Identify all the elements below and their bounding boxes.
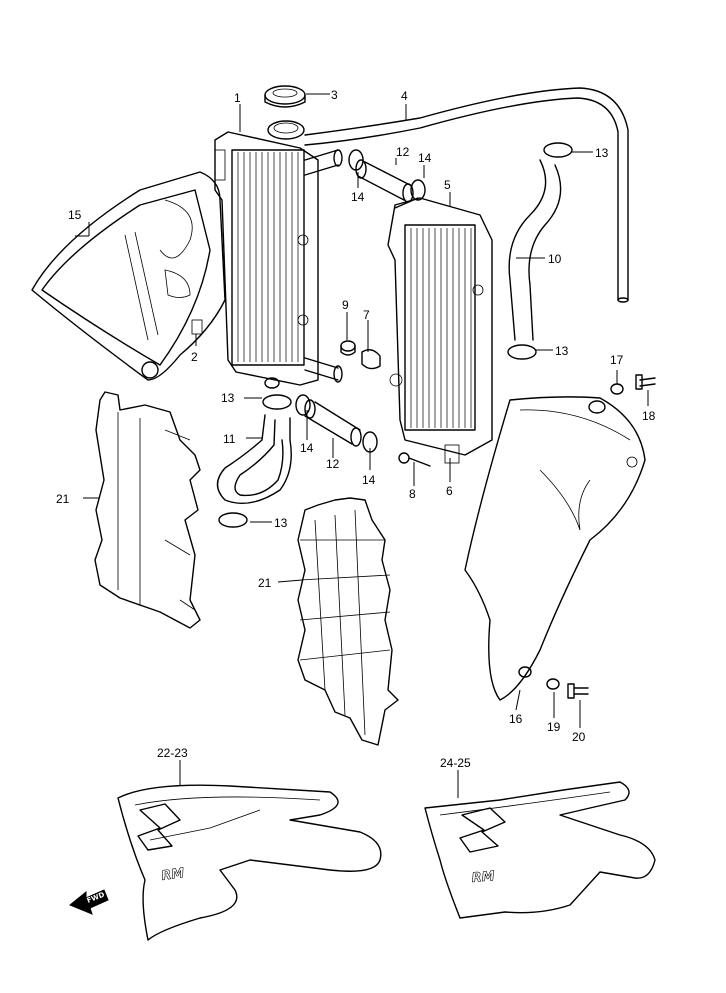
- right-hose: [507, 142, 573, 360]
- forward-arrow-icon: FWD: [69, 889, 109, 915]
- leader-lines: [75, 93, 649, 798]
- callout-12-upper: 12: [396, 145, 410, 159]
- callout-16: 16: [509, 712, 523, 726]
- decal-left-model-text: RM: [160, 866, 185, 884]
- callout-15: 15: [68, 208, 82, 222]
- callout-3: 3: [331, 88, 338, 102]
- callout-17: 17: [610, 353, 624, 367]
- callout-21-right: 21: [258, 576, 272, 590]
- callout-6: 6: [446, 484, 453, 498]
- callout-14-upper-right: 14: [418, 151, 432, 165]
- decal-right-model-text: RM: [471, 869, 495, 886]
- callout-8: 8: [409, 487, 416, 501]
- callout-14-lower-left: 14: [300, 441, 314, 455]
- callout-7: 7: [363, 308, 370, 322]
- decal-left: RM: [117, 784, 382, 941]
- decal-right: RM: [424, 781, 656, 919]
- callout-20: 20: [572, 730, 586, 744]
- left-lower-hose: [216, 377, 292, 528]
- callout-13-lower-right: 13: [555, 344, 569, 358]
- callout-18: 18: [642, 409, 656, 423]
- callout-19: 19: [547, 720, 561, 734]
- callout-1: 1: [234, 91, 241, 105]
- radiator-guard-right: [297, 497, 399, 746]
- callout-11: 11: [223, 432, 236, 446]
- callout-21-left: 21: [56, 492, 70, 506]
- callout-24-25: 24-25: [440, 756, 471, 770]
- callout-13-bottom: 13: [274, 516, 288, 530]
- callout-5: 5: [444, 178, 451, 192]
- right-radiator: [387, 197, 493, 464]
- callout-13-left: 13: [221, 391, 235, 405]
- callout-labels: 1 2 3 4 5 6 7 8 9 10 11 12 12 13 13 13 1…: [56, 88, 656, 770]
- radiator-guard-left: [94, 391, 201, 629]
- callout-13-upper-right: 13: [595, 146, 609, 160]
- right-shroud: [464, 374, 656, 701]
- callout-22-23: 22-23: [157, 746, 188, 760]
- callout-4: 4: [401, 89, 408, 103]
- callout-9: 9: [342, 298, 349, 312]
- callout-12-lower: 12: [326, 457, 340, 471]
- callout-10: 10: [548, 252, 562, 266]
- overflow-tube: [304, 87, 629, 303]
- radiator-cap: [264, 85, 306, 108]
- callout-2: 2: [191, 350, 198, 364]
- upper-hose: [348, 149, 426, 203]
- left-radiator: [214, 120, 343, 386]
- callout-14-upper-left: 14: [351, 190, 365, 204]
- left-shroud: [31, 171, 226, 381]
- callout-14-lower-right: 14: [362, 473, 376, 487]
